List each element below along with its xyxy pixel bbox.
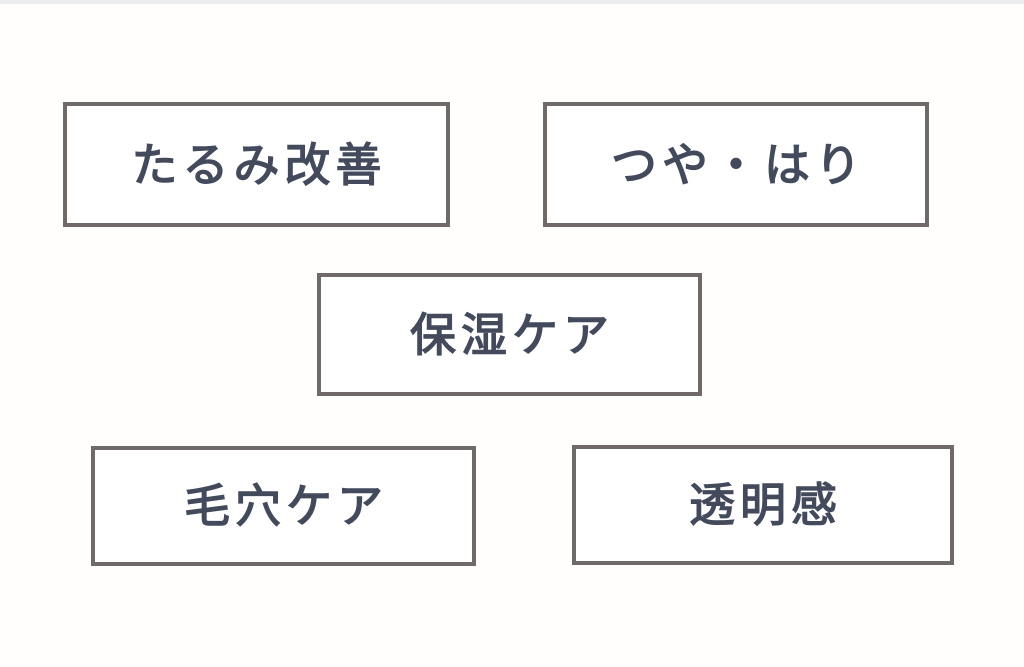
tag-moisturizing-care[interactable]: 保湿ケア — [317, 273, 702, 396]
tag-clarity-label: 透明感 — [689, 478, 842, 532]
tag-clarity[interactable]: 透明感 — [572, 445, 954, 565]
tag-sagging-improvement[interactable]: たるみ改善 — [63, 102, 450, 227]
tag-sagging-improvement-label: たるみ改善 — [131, 137, 387, 192]
tag-pore-care-label: 毛穴ケア — [184, 479, 388, 533]
top-edge-strip — [0, 0, 1024, 4]
tag-pore-care[interactable]: 毛穴ケア — [91, 446, 476, 566]
tag-moisturizing-care-label: 保湿ケア — [410, 307, 614, 362]
tag-gloss-firmness[interactable]: つや・はり — [543, 102, 929, 227]
tag-gloss-firmness-label: つや・はり — [611, 137, 866, 192]
